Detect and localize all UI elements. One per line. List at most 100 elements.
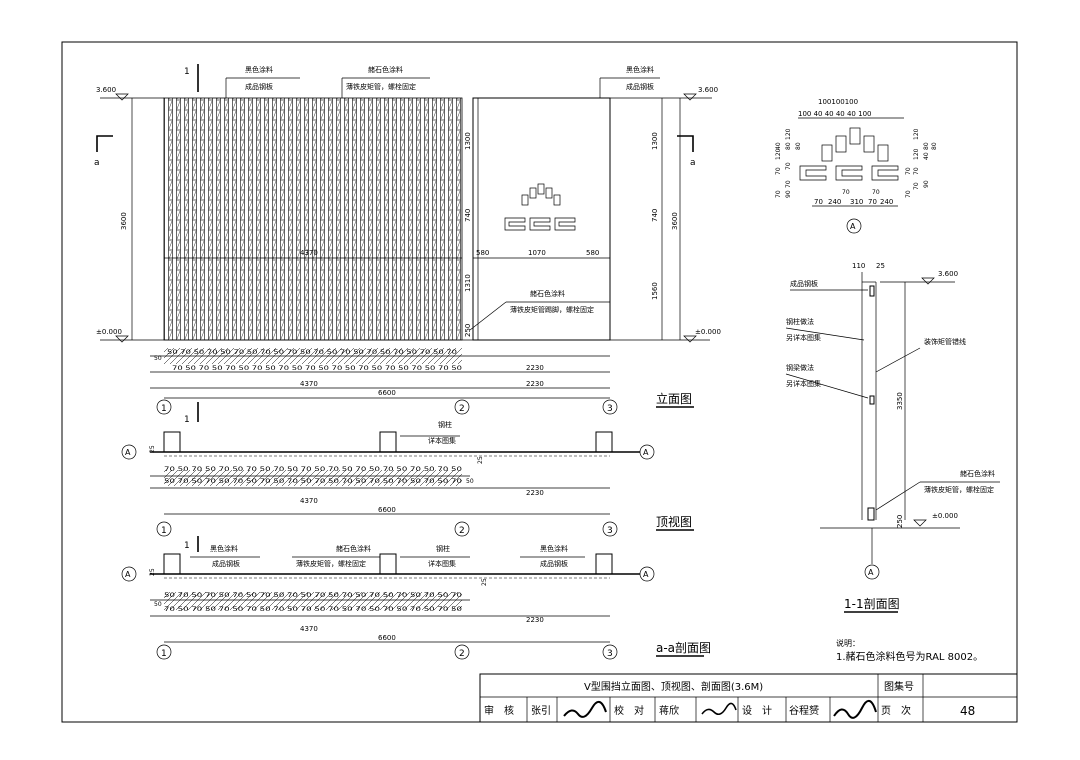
aa-dim-25-b: 25: [481, 578, 488, 586]
label-tube-bolt: 薄铁皮矩管，螺栓固定: [346, 82, 416, 91]
aa-label-ochre: 赭石色涂料: [336, 544, 371, 553]
sec-label-deco-tube: 装饰矩管错线: [924, 337, 966, 346]
titleblock-drawing-name: V型围挡立面图、顶视图、剖面图(3.6M): [584, 680, 763, 693]
level-zero-left: ±0.000: [96, 328, 122, 336]
logo-b-70a: 70: [842, 189, 850, 196]
aa-section-A-right: A: [643, 570, 649, 579]
dim-580-right: 580: [586, 249, 599, 257]
sec-label-column-method: 钢柱做法: [786, 317, 814, 326]
logo-b-240b: 240: [880, 198, 893, 206]
aa-axis-2: 2: [459, 649, 465, 659]
dim-row-b: 70 50 70 50 70 50 70 50 70 50 70 50 70 5…: [172, 365, 462, 372]
label-black-paint-right: 黑色涂料: [626, 65, 654, 74]
dim-2230-b: 2230: [526, 380, 544, 388]
top-cut-mark: 1: [184, 415, 190, 425]
label-black-paint: 黑色涂料: [245, 65, 273, 74]
dim-6600: 6600: [378, 389, 396, 397]
section-1-1: 110 25 3.600 成品钢板 钢柱做法 另详本图集 钢梁做法 另详本图集 …: [785, 262, 1000, 613]
titleblock-check-name: 蒋欣: [659, 704, 679, 717]
logo-r-70d: 70: [905, 190, 912, 198]
top-dim-row-a: 70 50 70 50 70 50 70 50 70 50 70 50 70 5…: [164, 466, 462, 473]
logo-r-40: 40: [923, 152, 930, 160]
section-mark-a-right: a: [690, 158, 696, 168]
label-ochre-paint: 赭石色涂料: [368, 65, 403, 74]
titleblock-page-value: 48: [960, 704, 975, 718]
dim-height-3600: 3600: [120, 212, 128, 230]
logo-l-40: 40: [775, 142, 782, 150]
dim-50-left: 50: [154, 355, 162, 362]
logo-dim-top: 100100100: [818, 98, 858, 106]
logo-l-120: 120: [785, 128, 792, 140]
top-axis-3: 3: [607, 526, 613, 536]
logo-r-70a: 70: [905, 167, 912, 175]
top-label-see-atlas: 详本图集: [428, 436, 456, 445]
aa-dim-2230: 2230: [526, 616, 544, 624]
title-aa-section: a-a剖面图: [656, 641, 711, 655]
aa-dim-6600: 6600: [378, 634, 396, 642]
titleblock-page-label: 页 次: [881, 704, 911, 717]
titleblock-check-label: 校 对: [614, 704, 644, 717]
logo-l-70d: 70: [775, 190, 782, 198]
sec-dim-110: 110: [852, 262, 865, 270]
sec-axis-A: A: [868, 568, 874, 577]
aa-cut-mark: 1: [184, 541, 190, 551]
title-elevation: 立面图: [656, 391, 692, 406]
cut-mark-1: 1: [184, 67, 190, 77]
dim-1300-inner: 1300: [464, 132, 472, 150]
logo-l-120b: 120: [775, 148, 782, 160]
logo-l-80: 80: [785, 142, 792, 150]
top-dim-25-a: 25: [149, 445, 156, 453]
aa-label-black-paint-right: 黑色涂料: [540, 544, 568, 553]
aa-label-see-atlas: 详本图集: [428, 559, 456, 568]
aa-label-steel-plate: 成品钢板: [212, 559, 240, 568]
sec-label-tube-bolt: 薄铁皮矩管，螺栓固定: [924, 485, 994, 494]
aa-axis-3: 3: [607, 649, 613, 659]
aa-dim-row-a: 50 70 50 70 50 70 50 70 50 70 50 70 50 7…: [164, 592, 462, 599]
logo-b-310: 310: [850, 198, 863, 206]
note-heading: 说明：: [836, 638, 860, 648]
logo-b-70c: 70: [868, 198, 877, 206]
elevation-view: 3.600 3.600 ±0.000 ±0.000 a a 1 3600 437…: [94, 64, 721, 415]
logo-b-70b: 70: [872, 189, 880, 196]
top-axis-1: 1: [161, 526, 167, 536]
top-dim-row-b: 50 70 50 70 50 70 50 70 50 70 50 70 50 7…: [164, 478, 462, 485]
dim-2230-a: 2230: [526, 364, 544, 372]
section-mark-a-left: a: [94, 158, 100, 168]
hatched-panel: [163, 97, 463, 341]
dim-1300-right: 1300: [651, 132, 659, 150]
logo-dim-row1: 100 40 40 40 40 100: [798, 110, 871, 118]
dim-width-4370: 4370: [300, 249, 318, 257]
level-zero-right: ±0.000: [695, 328, 721, 336]
titleblock-review-label: 审 核: [484, 704, 514, 717]
logo-r-70c: 70: [913, 182, 920, 190]
logo-l-80b: 80: [795, 142, 802, 150]
titleblock-design-name: 谷程赟: [789, 704, 819, 717]
top-section-A-right: A: [643, 448, 649, 457]
logo-r-70b: 70: [913, 167, 920, 175]
top-dim-25-b: 25: [477, 456, 484, 464]
signature-design: [833, 700, 877, 719]
sec-dim-3350: 3350: [896, 392, 904, 410]
dim-3600-right: 3600: [671, 212, 679, 230]
logo-motif: [504, 183, 576, 231]
top-dim-2230: 2230: [526, 489, 544, 497]
aa-axis-1: 1: [161, 649, 167, 659]
aa-label-black-paint: 黑色涂料: [210, 544, 238, 553]
sec-label-steel-plate: 成品钢板: [790, 279, 818, 288]
top-dim-6600: 6600: [378, 506, 396, 514]
logo-l-70a: 70: [775, 167, 782, 175]
logo-detail: 100100100 100 40 40 40 40 100 120 80 70 …: [775, 98, 938, 234]
title-block: V型围挡立面图、顶视图、剖面图(3.6M) 图集号 审 核 张引 校 对 蒋欣 …: [479, 673, 1018, 723]
axis-3: 3: [607, 404, 613, 414]
title-top-view: 顶视图: [656, 514, 692, 529]
sec-label-beam-see: 另详本图集: [786, 379, 821, 388]
note-line-1: 1.赭石色涂料色号为RAL 8002。: [836, 650, 983, 663]
titleblock-design-label: 设 计: [742, 704, 772, 717]
label-kick-tube: 薄铁皮矩管踢脚，螺栓固定: [510, 305, 594, 314]
aa-dim-25-a: 25: [149, 568, 156, 576]
sec-dim-25: 25: [876, 262, 885, 270]
label-ochre-paint-bottom: 赭石色涂料: [530, 289, 565, 298]
sec-label-ochre: 赭石色涂料: [960, 469, 995, 478]
titleblock-review-name: 张引: [531, 705, 551, 717]
